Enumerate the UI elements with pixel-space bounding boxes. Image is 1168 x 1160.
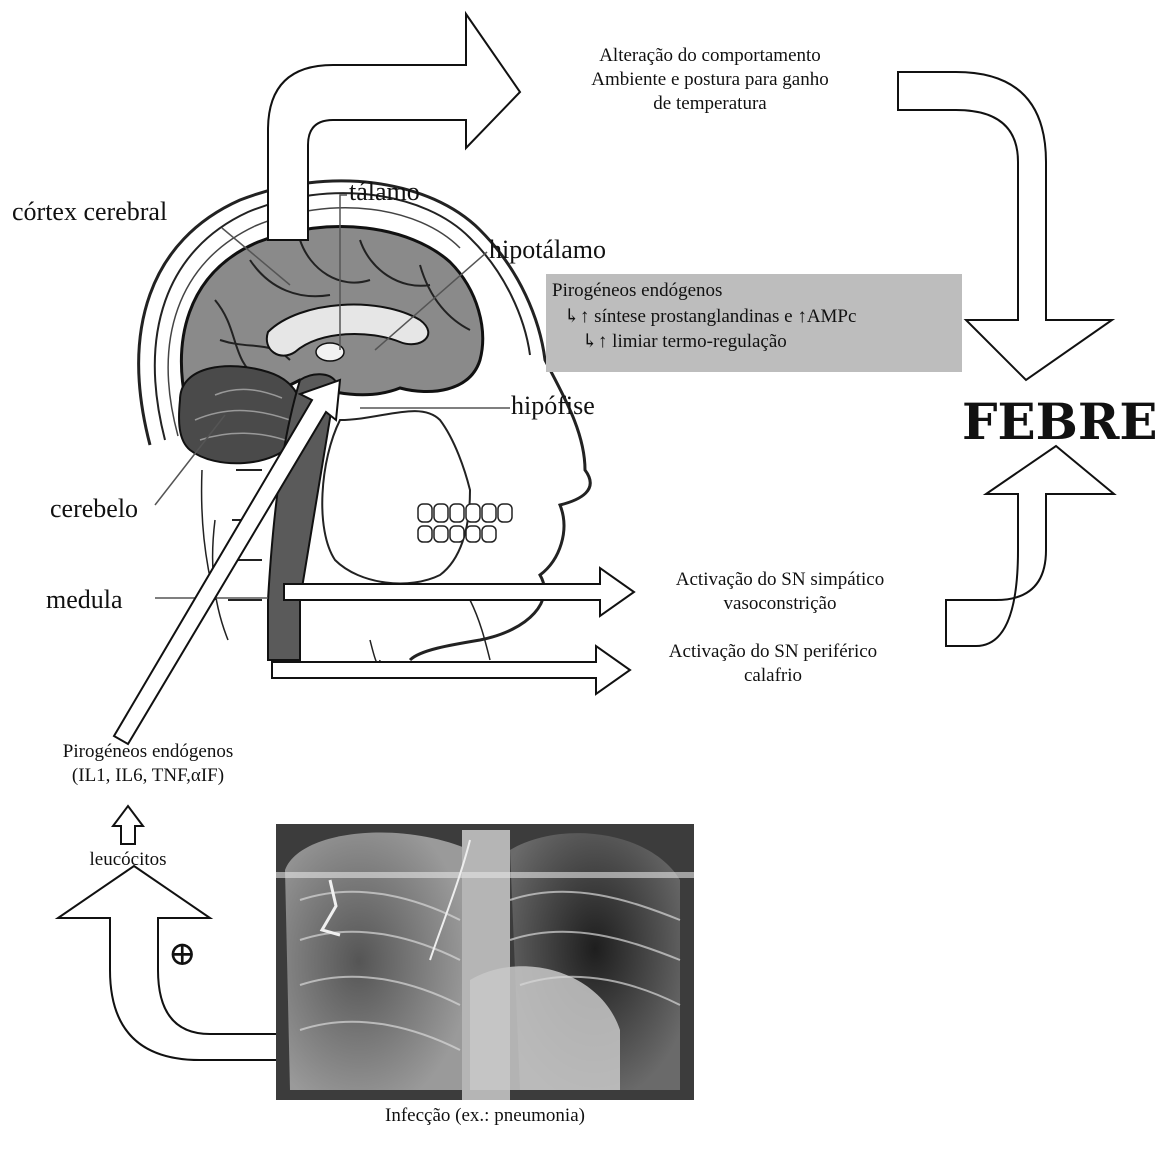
leukocytes-label: leucócitos [66,848,190,872]
arrow-sn-to-febre [946,446,1114,646]
behavior-line-2: Ambiente e postura para ganho [530,68,890,92]
pyrogen-box-line-1: Pirogéneos endógenos [552,278,956,304]
cortex-label: córtex cerebral [12,196,167,229]
arrow-sympathetic [284,568,634,616]
thalamus-label: tálamo [349,176,420,209]
fever-outcome: FEBRE [962,392,1158,451]
positive-stimulus-symbol: ⊕ [168,934,197,974]
behavior-text: Alteração do comportamento Ambiente e po… [530,44,890,115]
behavior-line-1: Alteração do comportamento [530,44,890,68]
hypothalamus-label: hipotálamo [489,234,606,267]
sympathetic-line-2: vasoconstrição [630,592,930,616]
pyrogen-mechanism-box: Pirogéneos endógenos ↳↑ síntese prostang… [546,274,962,372]
xray-caption: Infecção (ex.: pneumonia) [300,1104,670,1128]
pituitary-label: hipófise [511,390,595,423]
spinal-cord-label: medula [46,584,123,617]
pyrogens-line-1: Pirogéneos endógenos [22,740,274,764]
sn-arrows [272,568,634,694]
pyrogens-line-2: (IL1, IL6, TNF,αIF) [22,764,274,788]
arrow-peripheral [272,646,630,694]
behavior-line-3: de temperatura [530,92,890,116]
chest-xray [276,824,694,1100]
pyrogen-box-line-3: ↳↑ limiar termo-regulação [552,329,956,355]
peripheral-line-1: Activação do SN periférico [626,640,920,664]
pyrogens-text: Pirogéneos endógenos (IL1, IL6, TNF,αIF) [22,740,274,788]
sympathetic-text: Activação do SN simpático vasoconstrição [630,568,930,616]
peripheral-text: Activação do SN periférico calafrio [626,640,920,688]
pyrogen-box-line-2: ↳↑ síntese prostanglandinas e ↑AMPc [552,304,956,330]
cerebellum-label: cerebelo [50,493,138,526]
arrow-leukocytes-to-pyrogens [113,806,143,844]
sympathetic-line-1: Activação do SN simpático [630,568,930,592]
peripheral-line-2: calafrio [626,664,920,688]
